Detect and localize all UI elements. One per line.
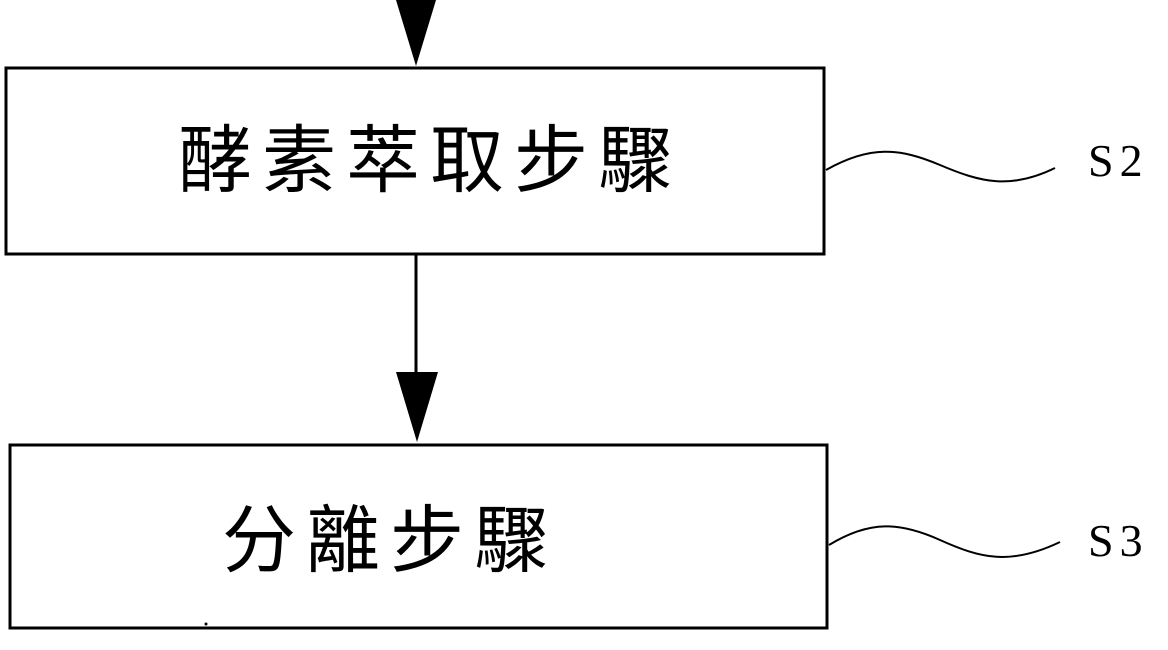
step-text-s2: 酵素萃取步驟 bbox=[178, 118, 682, 204]
leader-line-s3 bbox=[828, 525, 1061, 558]
leader-line-s2 bbox=[825, 150, 1056, 183]
incoming-arrow bbox=[396, 0, 436, 66]
step-box-s3: 分離步驟 bbox=[8, 443, 829, 630]
speck bbox=[204, 622, 208, 626]
step-label-s3: S3 bbox=[1088, 515, 1149, 566]
step-text-s3: 分離步驟 bbox=[222, 498, 558, 584]
connector-arrow bbox=[396, 254, 438, 442]
step-box-s2: 酵素萃取步驟 bbox=[4, 66, 826, 256]
step-label-s2: S2 bbox=[1088, 135, 1149, 186]
